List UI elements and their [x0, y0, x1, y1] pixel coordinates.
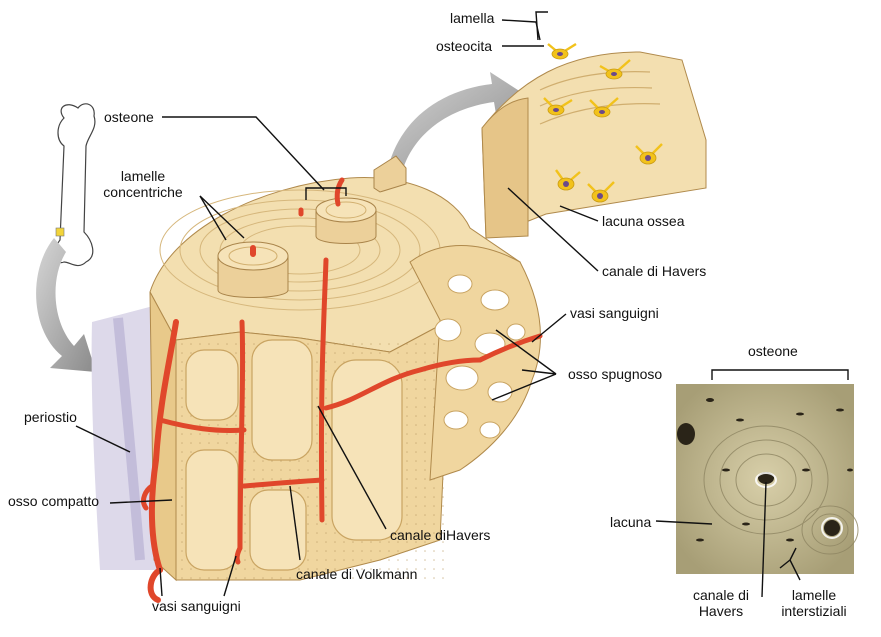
label-canale-di-volkmann: canale di Volkmann — [296, 566, 418, 582]
label-canale-di-havers-micrograph: canale di Havers — [692, 587, 750, 619]
femur-icon — [54, 103, 96, 267]
label-osso-spugnoso: osso spugnoso — [568, 366, 663, 382]
label-osteone: osteone — [104, 109, 154, 125]
label-lamelle-interstiziali: lamelle interstiziali — [781, 587, 847, 619]
label-periostio: periostio — [24, 409, 77, 425]
leader-lines — [75, 11, 849, 598]
label-vasi-sanguigni-bottom: vasi sanguigni — [152, 598, 241, 614]
label-canale-di-havers: canale di Havers — [602, 263, 707, 279]
label-osso-compatto: osso compatto — [8, 493, 100, 509]
blood-vessels — [141, 177, 543, 603]
label-lacuna: lacuna — [610, 514, 652, 530]
label-lamella: lamella — [450, 10, 495, 26]
zoom-arrow-femur — [36, 238, 96, 372]
micrograph — [676, 384, 859, 574]
label-lamelle-concentriche: lamelle concentriche — [103, 168, 183, 200]
label-lacuna-ossea: lacuna ossea — [602, 213, 685, 229]
label-canale-diHavers: canale diHavers — [390, 527, 491, 543]
zoom-arrow-osteon — [388, 72, 524, 172]
label-vasi-sanguigni: vasi sanguigni — [570, 305, 659, 321]
label-osteocita: osteocita — [436, 38, 493, 54]
label-osteone-micrograph: osteone — [748, 343, 798, 359]
osteon-zoom — [481, 42, 707, 239]
spongy-bone — [409, 245, 541, 481]
